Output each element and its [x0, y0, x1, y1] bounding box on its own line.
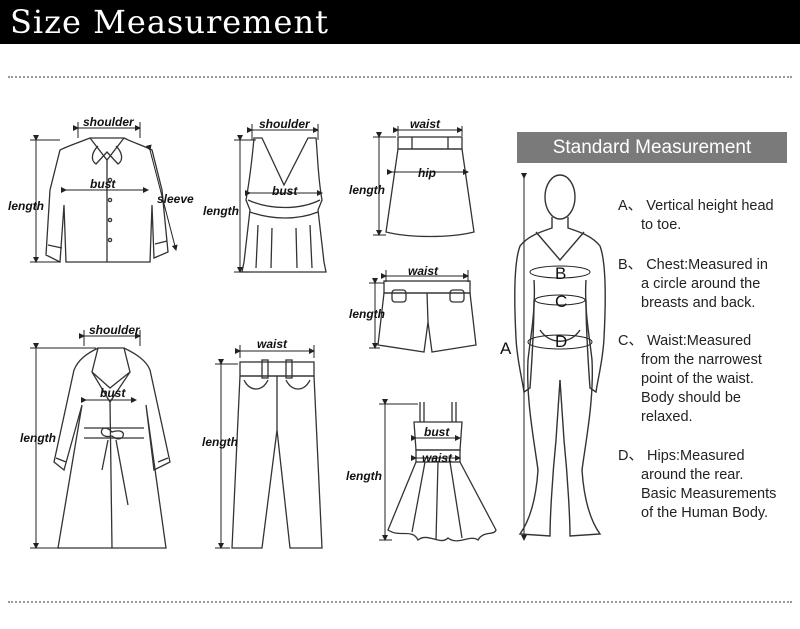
dress-figure [387, 402, 497, 542]
vest-bust-label: bust [272, 184, 298, 198]
skirt-figure [385, 136, 475, 238]
skirt-waist-label: waist [410, 117, 441, 131]
definition-c-line-5: relaxed. [641, 409, 693, 425]
body-letter-c: C [555, 292, 567, 311]
shorts-figure [377, 280, 477, 353]
shirt-bust-label: bust [90, 177, 116, 191]
shirt-shoulder-label: shoulder [83, 115, 135, 129]
definition-c-letter: C、 [618, 333, 643, 349]
definition-d-line-4: of the Human Body. [641, 505, 769, 521]
definition-d: D、 Hips:Measured around the rear. Basic … [618, 447, 798, 523]
coat-figure [53, 347, 171, 549]
definition-a: A、 Vertical height head to toe. [618, 197, 798, 235]
pants-figure [231, 359, 323, 549]
definition-c-line-4: Body should be [641, 390, 741, 406]
standard-measurement-header: Standard Measurement [517, 132, 787, 163]
coat-dimension-lines [30, 330, 141, 549]
definition-c: C、 Waist:Measured from the narrowest poi… [618, 332, 798, 427]
skirt-length-label: length [349, 183, 385, 197]
skirt-hip-label: hip [418, 166, 436, 180]
shorts-dimension-lines [369, 270, 469, 349]
human-body-figure [514, 174, 606, 537]
header-bar: Size Measurement [0, 0, 800, 44]
dress-bust-label: bust [424, 425, 450, 439]
shorts-length-label: length [349, 307, 385, 321]
coat-length-label: length [20, 431, 56, 445]
definition-d-line-2: around the rear. [641, 467, 744, 483]
definition-d-line-3: Basic Measurements [641, 486, 777, 502]
definition-b-letter: B、 [618, 257, 643, 273]
dress-length-label: length [346, 469, 382, 483]
vest-dimension-lines [234, 124, 323, 273]
bottom-dotted-divider [8, 601, 792, 603]
coat-bust-label: bust [100, 386, 126, 400]
shorts-waist-label: waist [408, 264, 439, 278]
definition-b-line-3: breasts and back. [641, 295, 756, 311]
body-measure-lines [521, 173, 593, 541]
body-letter-b: B [555, 264, 566, 283]
shirt-length-label: length [8, 199, 44, 213]
body-letter-d: D [555, 332, 567, 351]
top-dotted-divider [8, 76, 792, 78]
measurement-labels: shoulder bust length sleeve shoulder bus… [8, 115, 567, 483]
skirt-dimension-lines [373, 126, 469, 236]
standard-measurement-title: Standard Measurement [552, 137, 752, 158]
body-letter-a: A [500, 339, 512, 358]
definition-b-line-2: a circle around the [641, 276, 761, 292]
definition-a-line-1: Vertical height head [646, 198, 774, 214]
vest-length-label: length [203, 204, 239, 218]
definition-c-line-1: Waist:Measured [647, 333, 752, 349]
definition-d-line-1: Hips:Measured [647, 448, 745, 464]
dress-dimension-lines [379, 399, 461, 541]
definition-b: B、 Chest:Measured in a circle around the… [618, 256, 798, 313]
definition-a-line-2: to toe. [641, 217, 682, 233]
shirt-dimension-lines [30, 122, 178, 263]
shirt-figure [45, 137, 169, 264]
definition-c-line-2: from the narrowest [641, 352, 762, 368]
coat-shoulder-label: shoulder [89, 323, 141, 337]
pants-dimension-lines [215, 345, 315, 549]
page-title: Size Measurement [10, 3, 329, 41]
definition-c-line-3: point of the waist. [641, 371, 754, 387]
vest-figure [241, 137, 327, 273]
vest-shoulder-label: shoulder [259, 117, 311, 131]
pants-waist-label: waist [257, 337, 288, 351]
definition-d-letter: D、 [618, 448, 643, 464]
definition-b-line-1: Chest:Measured in [646, 257, 768, 273]
pants-length-label: length [202, 435, 238, 449]
definition-a-letter: A、 [618, 198, 643, 214]
shirt-sleeve-label: sleeve [157, 192, 194, 206]
dress-waist-label: waist [422, 451, 453, 465]
